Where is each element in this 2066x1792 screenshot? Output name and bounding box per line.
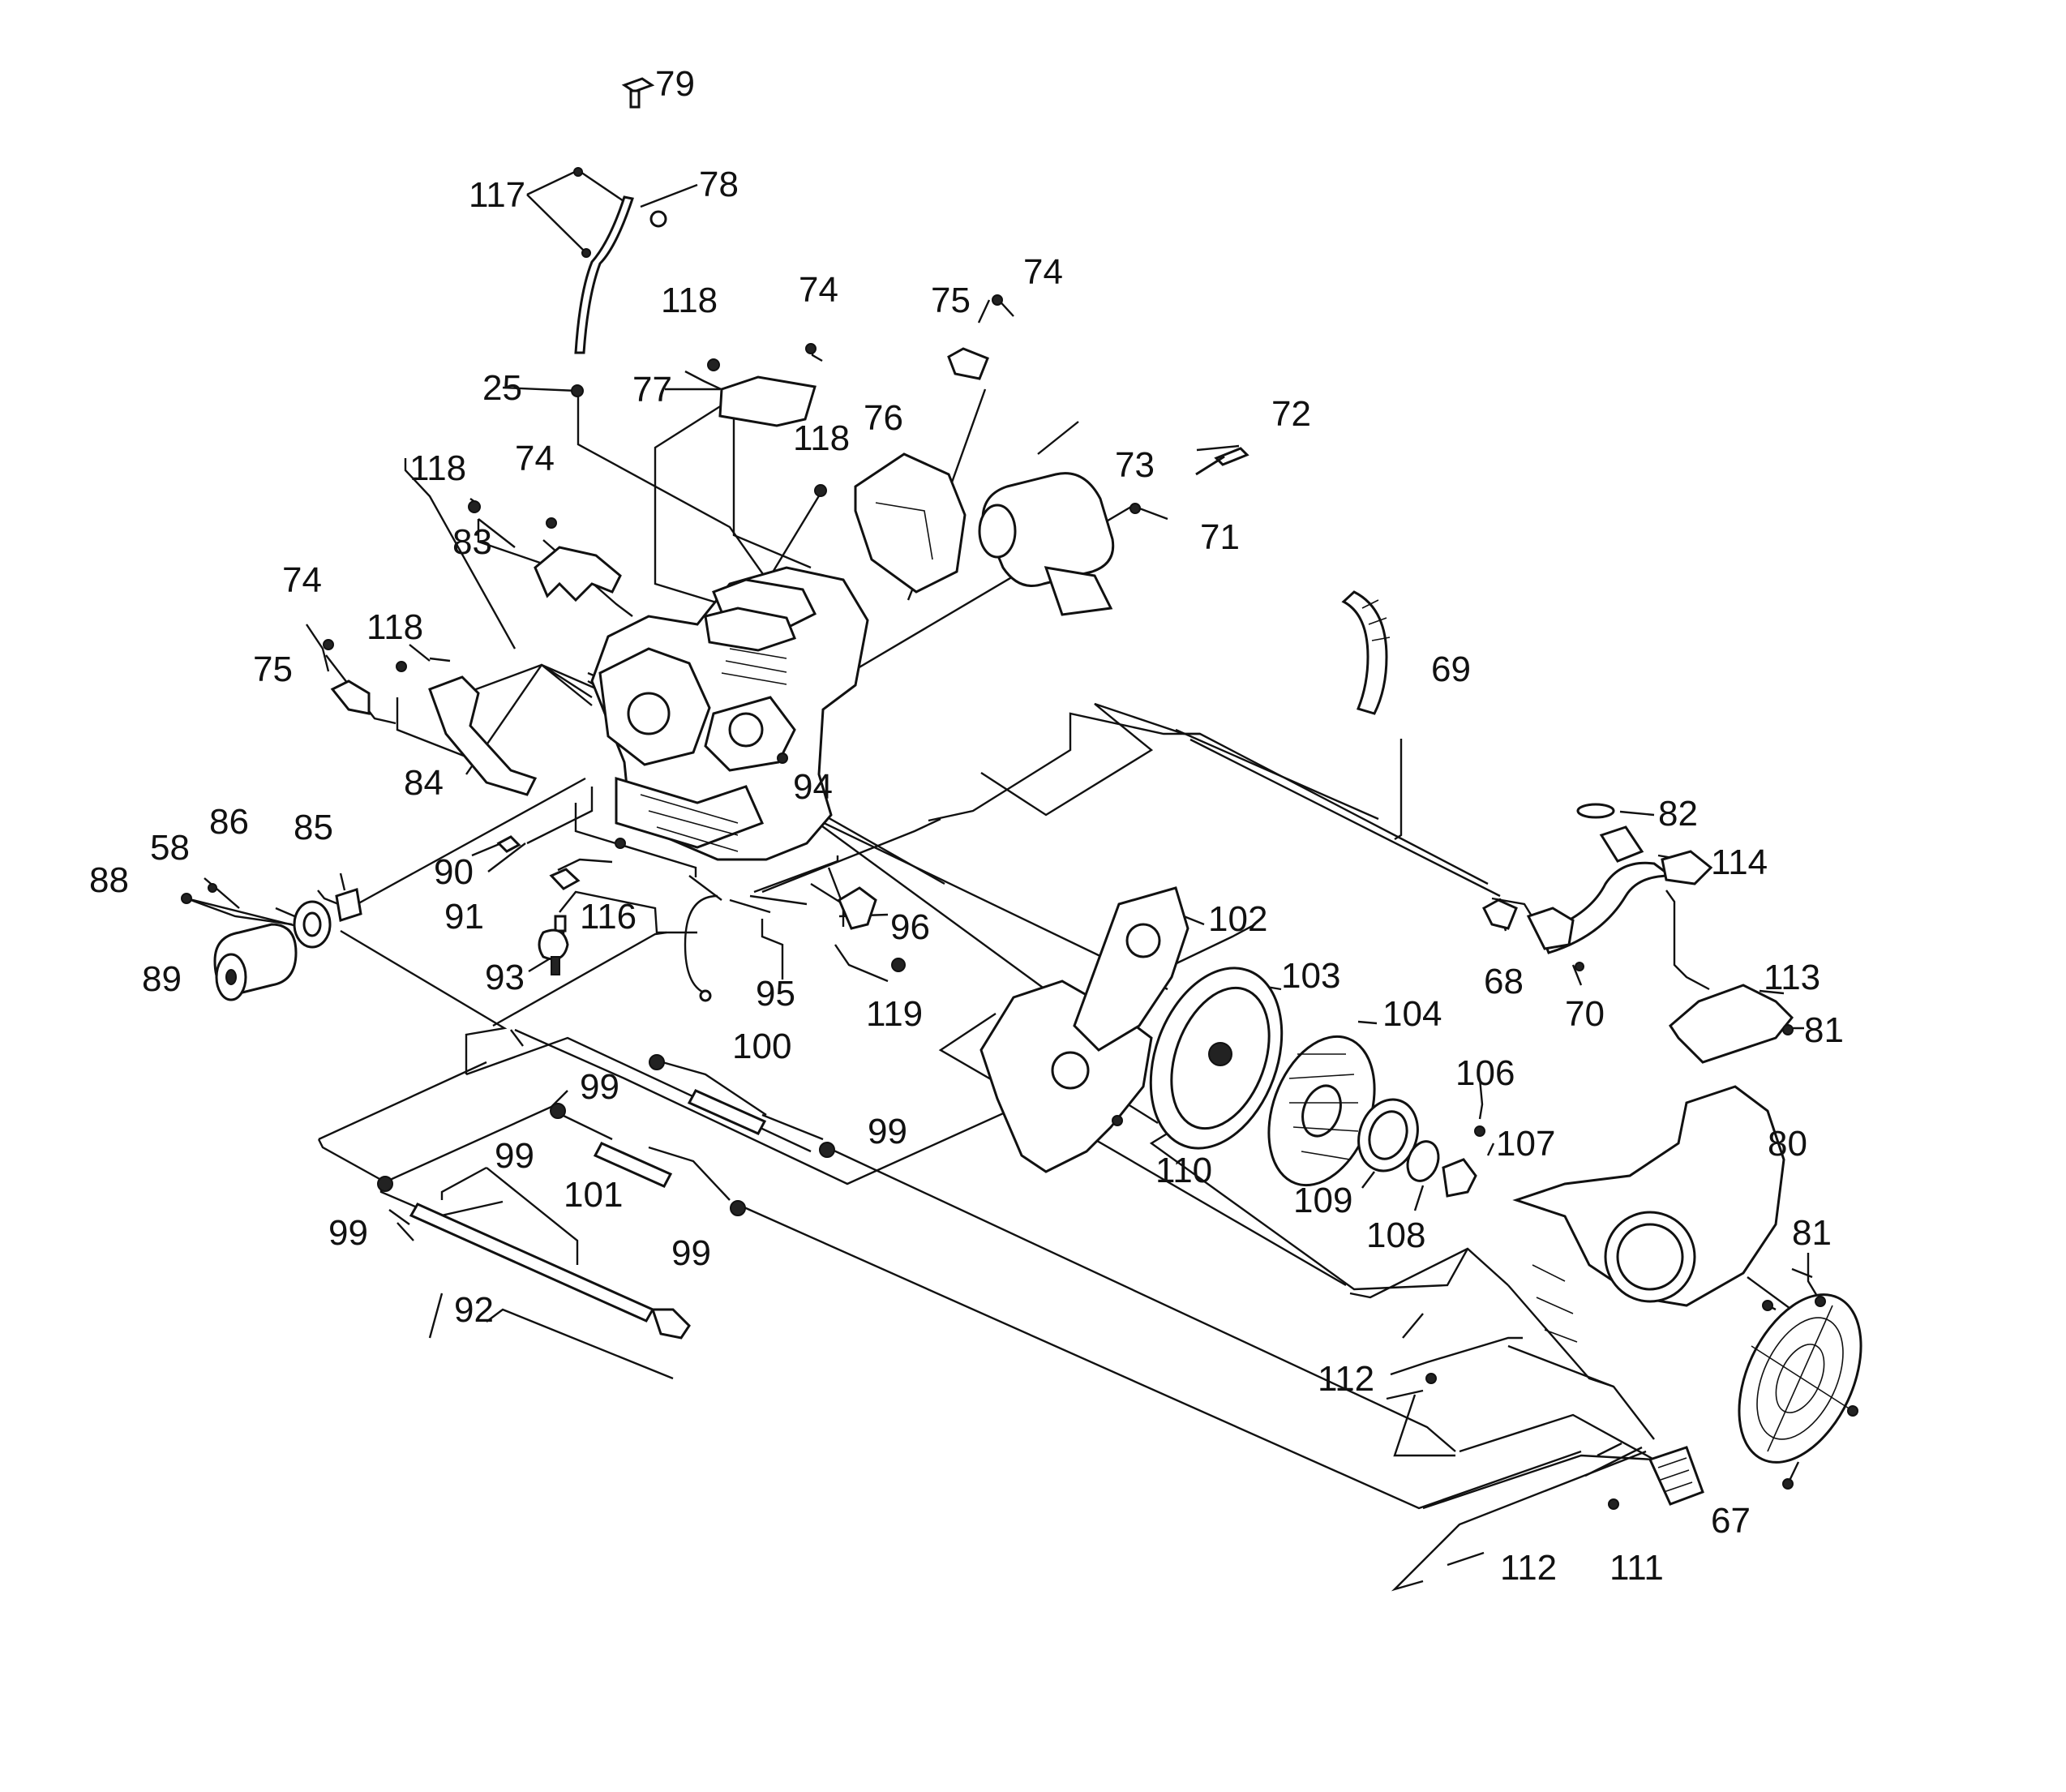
callout-25: 25 (482, 368, 522, 408)
callout-111: 111 (1610, 1548, 1664, 1588)
callout-90: 90 (434, 852, 474, 892)
callout-86: 86 (209, 802, 249, 842)
rods-and-nuts (377, 1054, 835, 1340)
callout-113: 113 (1764, 958, 1820, 997)
part-75-top (947, 294, 1003, 380)
callout-68: 68 (1484, 962, 1524, 1001)
callout-81: 81 (1792, 1213, 1832, 1253)
callout-112: 112 (1500, 1548, 1557, 1588)
callout-78: 78 (699, 165, 739, 204)
part-83-shroud (468, 500, 622, 602)
callout-108: 108 (1366, 1215, 1425, 1255)
engine-block (590, 566, 869, 861)
callout-109: 109 (1293, 1181, 1352, 1220)
callout-118: 118 (366, 607, 423, 647)
part-76-cover (814, 452, 967, 594)
breather-hose (1341, 590, 1391, 715)
spark-screen (1738, 1293, 1862, 1490)
callout-99: 99 (580, 1067, 619, 1107)
callout-99: 99 (671, 1233, 711, 1273)
callout-72: 72 (1271, 394, 1311, 434)
fan-hardware (1357, 1098, 1485, 1198)
callout-102: 102 (1208, 899, 1267, 939)
flywheel (1112, 967, 1284, 1150)
callout-71: 71 (1200, 517, 1240, 557)
callout-117: 117 (469, 175, 525, 215)
callout-79: 79 (655, 64, 695, 104)
oil-filter-adapter (181, 883, 362, 949)
callout-67: 67 (1711, 1501, 1751, 1541)
callout-103: 103 (1281, 956, 1340, 996)
callout-110: 110 (1155, 1151, 1212, 1190)
callout-96: 96 (890, 907, 930, 947)
callout-74: 74 (515, 439, 555, 478)
callout-88: 88 (89, 860, 129, 900)
callout-77: 77 (632, 370, 672, 409)
callout-74: 74 (799, 270, 838, 310)
cooling-fan (1267, 1035, 1376, 1187)
blower-housing (1425, 1085, 1785, 1384)
part-77-bracket (707, 343, 817, 427)
callout-106: 106 (1455, 1053, 1515, 1093)
callout-74: 74 (1023, 252, 1063, 292)
callout-84: 84 (404, 763, 444, 803)
callout-99: 99 (868, 1112, 907, 1151)
part-84-shroud (323, 639, 538, 796)
callout-75: 75 (253, 649, 293, 689)
callout-107: 107 (1496, 1124, 1555, 1164)
callout-70: 70 (1565, 994, 1605, 1034)
callout-labels: 79 78 117 118 74 75 74 25 77 76 118 72 7… (89, 64, 1844, 1588)
wiring-harness (684, 894, 771, 1002)
callout-101: 101 (564, 1175, 623, 1215)
callout-91: 91 (444, 897, 484, 937)
air-intake (1482, 803, 1794, 1064)
callout-100: 100 (732, 1027, 791, 1066)
callout-118: 118 (409, 448, 466, 488)
callout-89: 89 (142, 959, 182, 999)
callout-93: 93 (485, 958, 525, 997)
callout-104: 104 (1382, 994, 1442, 1034)
fittings-90-91 (496, 835, 581, 975)
callout-69: 69 (1431, 649, 1471, 689)
callout-80: 80 (1768, 1124, 1807, 1164)
callout-82: 82 (1658, 794, 1698, 834)
ignition-module (1608, 1446, 1704, 1510)
callout-94: 94 (793, 767, 833, 807)
callout-81: 81 (1804, 1010, 1844, 1050)
callout-118: 118 (793, 418, 850, 458)
callout-92: 92 (454, 1290, 494, 1330)
part-96-bracket (838, 886, 906, 972)
callout-119: 119 (866, 994, 923, 1034)
callout-85: 85 (294, 808, 333, 847)
callout-118: 118 (661, 281, 718, 320)
callout-116: 116 (580, 897, 637, 937)
callout-112: 112 (1318, 1359, 1374, 1399)
callout-99: 99 (495, 1136, 534, 1176)
callout-114: 114 (1711, 842, 1768, 882)
callout-83: 83 (452, 522, 492, 562)
callout-74: 74 (282, 560, 322, 600)
callout-99: 99 (328, 1213, 368, 1253)
starter-motor (978, 447, 1249, 616)
part-102-plate (979, 886, 1189, 1173)
callout-95: 95 (756, 974, 795, 1014)
oil-filter (213, 923, 298, 1001)
callout-75: 75 (931, 281, 971, 320)
callout-76: 76 (864, 398, 903, 438)
dipstick-tube (571, 77, 667, 397)
callout-73: 73 (1115, 445, 1155, 485)
part-75-left (330, 680, 371, 715)
callout-58: 58 (150, 828, 190, 868)
